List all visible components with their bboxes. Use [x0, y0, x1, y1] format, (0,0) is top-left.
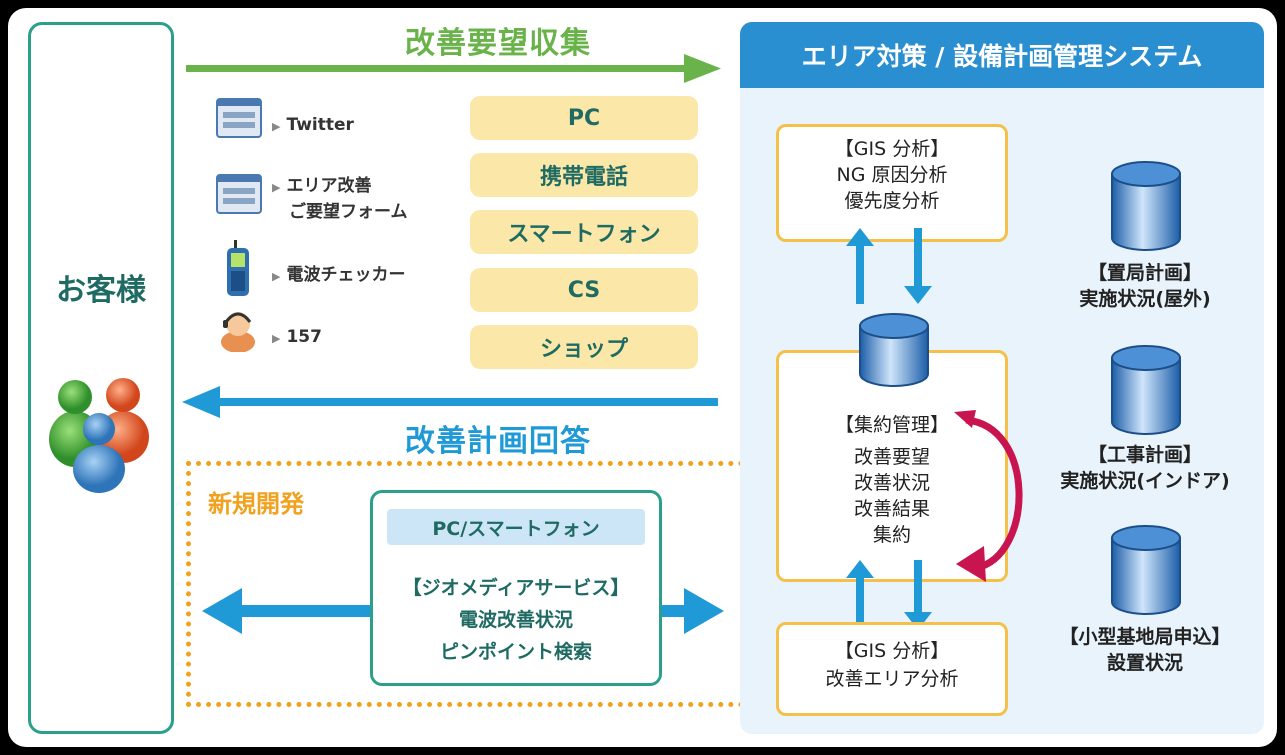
operator-icon: [221, 312, 255, 352]
geo-line-search: ピンポイント検索: [439, 641, 592, 663]
customer-label: お客様: [56, 273, 146, 308]
sync-arrows-bottom: [846, 560, 932, 630]
channel-shop: ショップ: [470, 325, 698, 369]
source-signal-checker: ▶電波チェッカー: [272, 265, 406, 285]
db-small-cell-request: 【小型基地局申込】 設置状況: [1059, 626, 1231, 674]
geo-media-service-box: PC/スマートフォン 【ジオメディアサービス】 電波改善状況 ピンポイント検索: [370, 490, 662, 686]
channel-pc: PC: [470, 96, 698, 140]
database-icon: [1111, 161, 1181, 251]
customers-icon: [49, 378, 149, 493]
right-double-arrow: [660, 588, 724, 634]
channel-mobile: 携帯電話: [470, 153, 698, 197]
web-page-icon: [216, 174, 262, 214]
db-station-plan: 【置局計画】 実施状況(屋外): [1079, 262, 1211, 310]
source-twitter: ▶Twitter: [272, 115, 354, 135]
geo-line-status: 電波改善状況: [458, 609, 573, 631]
respond-label: 改善計画回答: [405, 424, 591, 459]
gis-analysis-bottom: 【GIS 分析】 改善エリア分析: [776, 622, 1008, 716]
system-title: エリア対策 / 設備計画管理システム: [740, 22, 1264, 88]
database-icon: [859, 313, 929, 387]
geo-line-service: 【ジオメディアサービス】: [402, 577, 630, 599]
mobile-phone-icon: [227, 240, 249, 296]
system-panel: エリア対策 / 設備計画管理システム 【GIS 分析】 NG 原因分析 優先度分…: [740, 22, 1264, 734]
source-area-form: ▶エリア改善 ご要望フォーム: [272, 176, 408, 222]
cycle-arrow: [954, 410, 1023, 582]
collect-label: 改善要望収集: [405, 26, 591, 61]
diagram-canvas: お客様 改善要望収集 ▶Twitter: [8, 8, 1277, 747]
geo-header: PC/スマートフォン: [387, 509, 645, 545]
respond-arrow: [182, 386, 718, 418]
web-page-icon: [216, 98, 262, 138]
channel-cs: CS: [470, 268, 698, 312]
gis-analysis-top: 【GIS 分析】 NG 原因分析 優先度分析: [776, 124, 1008, 242]
collect-arrow: [186, 54, 721, 83]
new-development-label: 新規開発: [208, 490, 304, 518]
customer-box: お客様: [28, 22, 174, 734]
db-construction-plan: 【工事計画】 実施状況(インドア): [1060, 444, 1230, 492]
channel-smartphone: スマートフォン: [470, 210, 698, 254]
left-double-arrow: [202, 588, 370, 634]
database-icon: [1111, 345, 1181, 435]
database-icon: [1111, 525, 1181, 615]
aggregation-box: 【集約管理】 改善要望 改善状況 改善結果 集約: [776, 350, 1008, 582]
source-157: ▶157: [272, 327, 322, 347]
sync-arrows-top: [846, 228, 932, 304]
